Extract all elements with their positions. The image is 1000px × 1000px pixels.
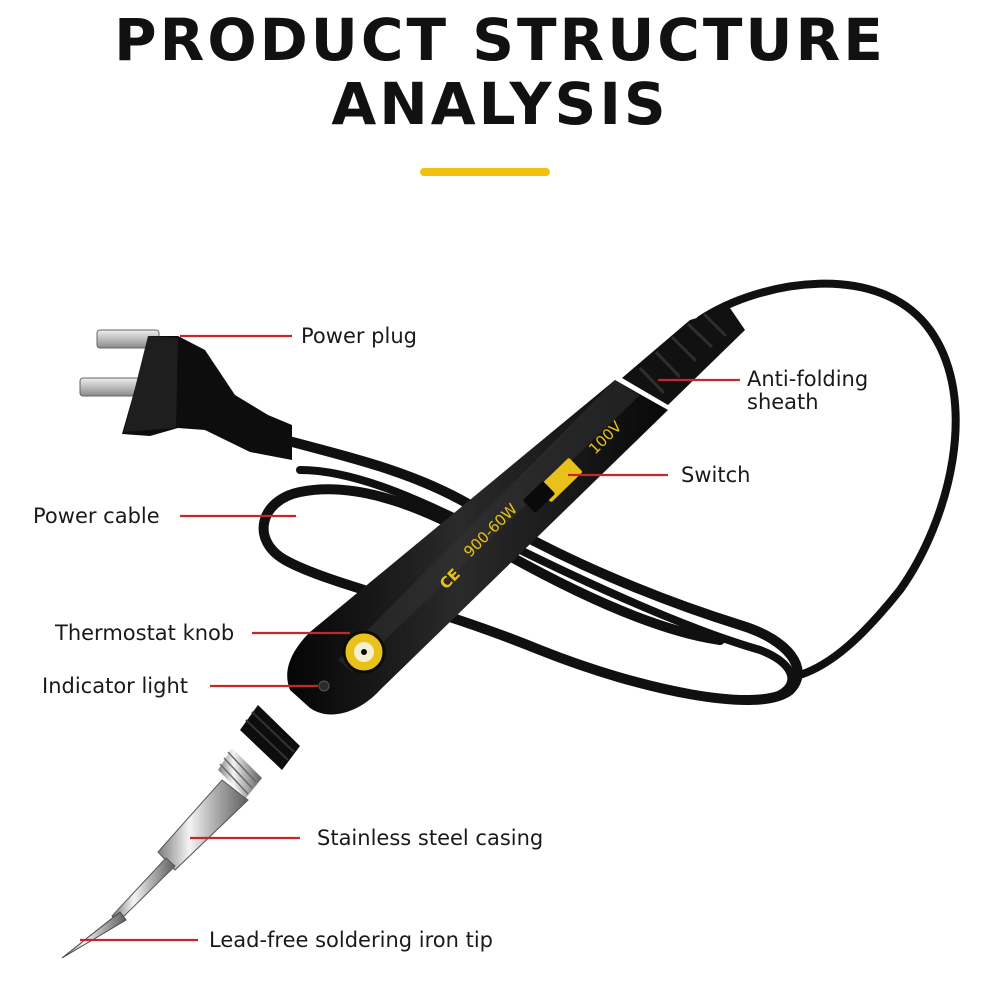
label-power-plug: Power plug — [301, 324, 417, 348]
label-power-cable: Power cable — [33, 504, 160, 528]
barrel — [111, 857, 176, 923]
title-line-1: PRODUCT STRUCTURE — [114, 6, 886, 74]
title-accent-bar — [420, 168, 550, 176]
power-plug — [79, 329, 292, 460]
label-switch: Switch — [681, 463, 751, 487]
label-anti-folding-line-1: Anti-folding — [747, 367, 869, 391]
label-tip: Lead-free soldering iron tip — [209, 928, 494, 952]
indicator-light — [318, 680, 330, 692]
collar-nut — [218, 705, 300, 798]
label-thermostat-knob: Thermostat knob — [55, 621, 235, 645]
label-anti-folding-line-2: sheath — [747, 390, 819, 414]
soldering-tip — [61, 911, 127, 959]
thermostat-knob — [342, 630, 386, 674]
power-cable — [258, 279, 960, 705]
leader-lines — [80, 334, 740, 942]
title-line-2: ANALYSIS — [331, 70, 669, 138]
anti-folding-sheath — [622, 308, 745, 405]
label-indicator-light: Indicator light — [42, 674, 189, 698]
stainless-steel-casing — [157, 779, 249, 871]
label-stainless-casing: Stainless steel casing — [317, 826, 544, 850]
switch — [523, 458, 582, 513]
